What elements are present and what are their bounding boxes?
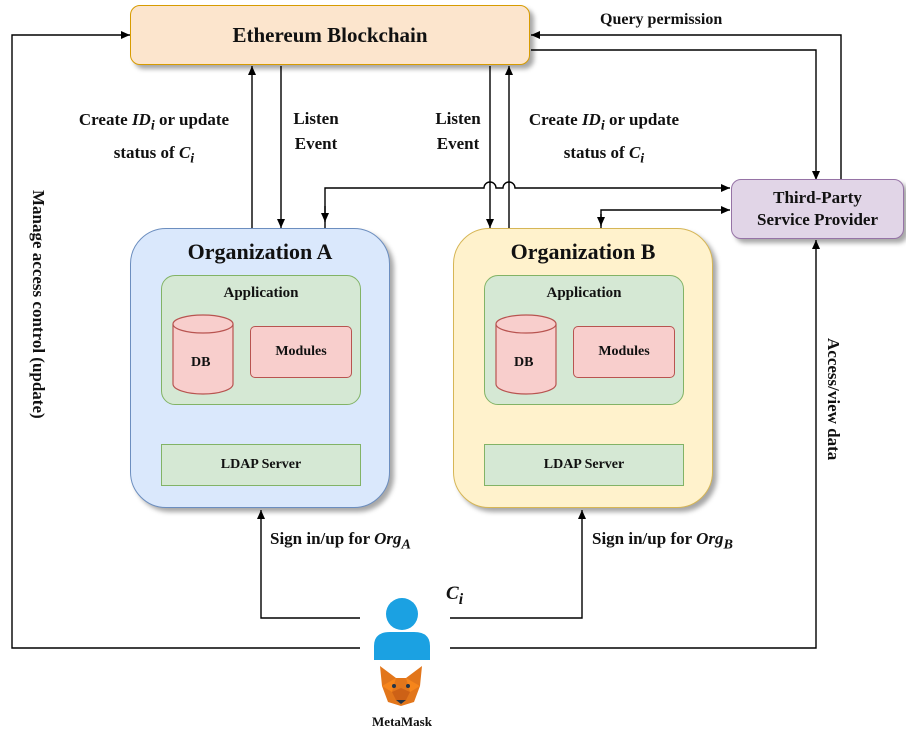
manage-access-label: Manage access control (update) <box>29 190 48 419</box>
ethereum-blockchain-label: Ethereum Blockchain <box>232 22 428 47</box>
ldap-label-a: LDAP Server <box>220 457 302 472</box>
modules-label-b: Modules <box>598 344 650 359</box>
third-party-line1: Third-Party <box>773 188 862 207</box>
third-party-line2: Service Provider <box>756 210 878 229</box>
sign-in-a-label: Sign in/up for OrgA <box>270 529 411 553</box>
listen-event-b-label: Listen Event <box>435 109 481 153</box>
query-permission-label: Query permission <box>600 11 723 28</box>
db-cylinder-b <box>495 314 557 395</box>
query-permission-arrow <box>531 31 842 180</box>
sign-in-a-arrow <box>257 510 360 619</box>
organization-b-application: Application DB Modules <box>484 275 684 405</box>
application-label: Application <box>546 285 622 301</box>
application-label: Application <box>223 285 299 301</box>
organization-a-title: Organization A <box>187 239 333 264</box>
organization-b: Organization B Application DB Modules LD… <box>453 228 713 508</box>
access-view-arrow <box>450 240 820 649</box>
organization-b-title: Organization B <box>510 239 656 264</box>
organization-a: Organization A Application DB Modules LD… <box>130 228 390 508</box>
create-update-a-label: Create IDi or update status of Ci <box>78 110 230 167</box>
sign-in-b-label: Sign in/up for OrgB <box>592 529 733 553</box>
modules-box-a: Modules <box>250 326 352 378</box>
modules-box-b: Modules <box>573 326 675 378</box>
ci-label: Ci <box>446 583 464 608</box>
db-cylinder-a <box>172 314 234 395</box>
organization-a-application: Application DB Modules <box>161 275 361 405</box>
org-a-third-party-line <box>324 181 730 228</box>
db-label-a: DB <box>191 355 211 370</box>
access-view-label: Access/view data <box>824 338 843 461</box>
ldap-server-b: LDAP Server <box>484 444 684 486</box>
metamask-label: MetaMask <box>372 714 432 729</box>
org-b-third-party-line <box>600 206 730 228</box>
metamask-fox-icon <box>380 666 422 706</box>
ethereum-blockchain-node: Ethereum Blockchain <box>130 5 530 65</box>
user-icon <box>374 598 430 660</box>
ldap-server-a: LDAP Server <box>161 444 361 486</box>
blockchain-to-third-party-arrow <box>531 49 820 180</box>
manage-access-arrow <box>11 31 360 649</box>
listen-event-a-label: Listen Event <box>293 109 339 153</box>
db-label-b: DB <box>514 355 534 370</box>
third-party-node: Third-Party Service Provider <box>731 179 904 239</box>
create-update-b-label: Create IDi or update status of Ci <box>528 110 680 167</box>
sign-in-b-arrow <box>450 510 586 619</box>
ldap-label-b: LDAP Server <box>543 457 625 472</box>
modules-label-a: Modules <box>275 344 327 359</box>
